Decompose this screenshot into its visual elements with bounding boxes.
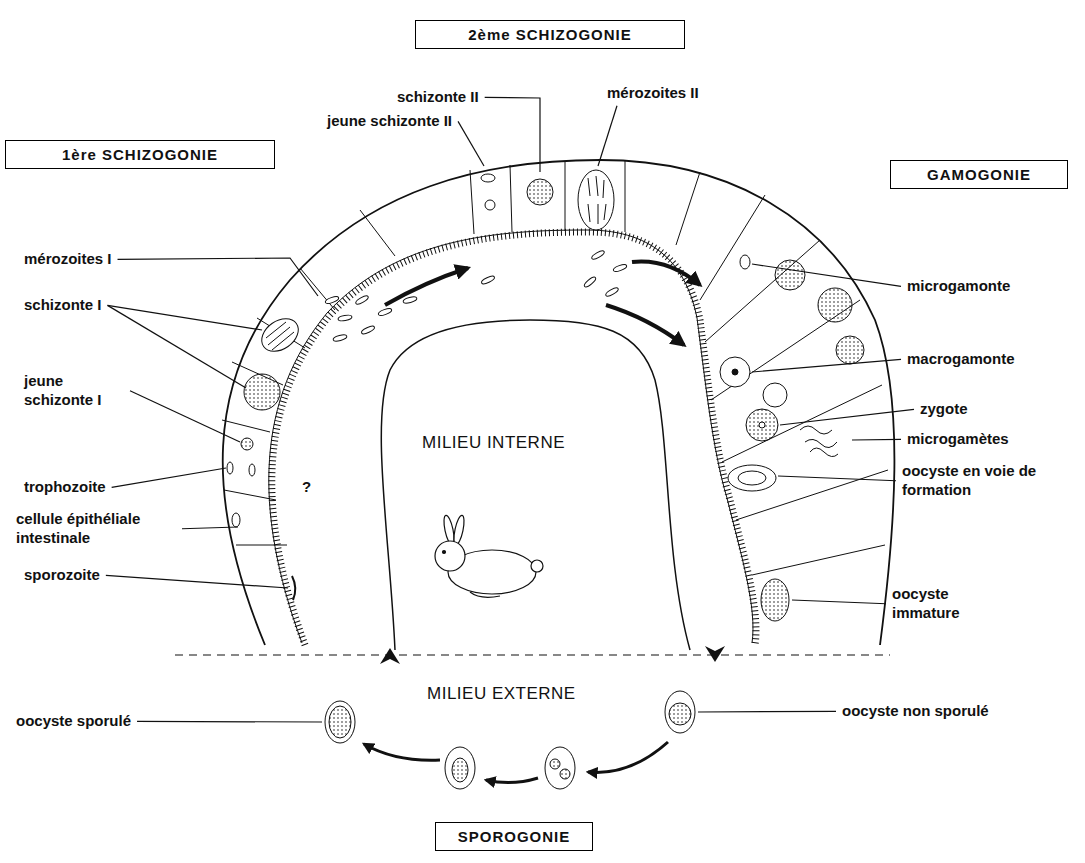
part-label: microgamètes [905,430,1011,449]
leader-line [108,305,246,388]
part-label: macrogamonte [905,350,1017,369]
sporogony-arrows [364,742,668,783]
part-label: jeune schizonte II [325,112,454,131]
part-label: schizonte II [395,88,481,107]
merozoites-I [325,275,496,342]
oocysts [325,691,695,789]
part-label: jeune schizonte I [22,372,126,410]
entry-arrow [380,648,400,664]
brush-border [269,230,753,643]
part-label: ? [300,478,313,497]
leader-line [752,264,901,286]
part-label: oocyste en voie de formation [900,462,1044,500]
stage-title-box: SPOROGONIE [435,822,593,851]
part-label: zygote [918,400,970,419]
leader-line [780,409,914,425]
schizogony-II-stages [481,170,614,230]
boundary-line [175,654,890,655]
part-label: oocyste immature [890,585,976,623]
leader-line [852,439,901,441]
cycle-arrow [606,305,684,345]
region-label: MILIEU EXTERNE [425,683,578,704]
leader-line [108,305,262,330]
stage-title: 1ère SCHIZOGONIE [62,146,218,163]
part-label: sporozoite [22,566,102,585]
part-label: oocyste non sporulé [840,702,991,721]
leader-line [778,476,896,481]
part-label: trophozoite [22,478,108,497]
cell-boundaries [222,160,888,575]
leader-line [752,359,901,372]
exit-arrow [705,646,725,662]
part-label: microgamonte [905,277,1012,296]
cycle-arrow [632,261,700,285]
part-label: oocyste sporulé [14,712,133,731]
part-label: mérozoites I [22,250,114,269]
stage-title-box: 1ère SCHIZOGONIE [5,140,275,169]
leader-line [182,527,238,529]
leader-line [792,600,886,604]
leader-line [118,258,318,296]
stage-title: 2ème SCHIZOGONIE [468,26,632,43]
region-label: MILIEU INTERNE [420,432,567,453]
schizogony-I-stages [227,312,304,600]
merozoites-II [583,249,627,297]
cycle-arrow [385,268,468,305]
leader-line [698,711,836,713]
leader-line [137,721,322,723]
leader-line [458,121,484,166]
part-label: mérozoites II [605,84,701,103]
gamogony-stages [720,255,864,621]
intestinal-wall [223,160,895,645]
leader-line [112,468,226,487]
host-interior [381,320,690,650]
rabbit-figure [435,514,543,597]
brush-border [272,232,756,645]
stage-title: GAMOGONIE [927,166,1031,183]
leader-line [485,97,540,172]
leader-line [106,575,288,588]
stage-title-box: GAMOGONIE [890,160,1068,189]
leader-line [130,391,240,442]
leader-line [598,106,617,166]
stage-title-box: 2ème SCHIZOGONIE [415,20,685,49]
stage-title: SPOROGONIE [458,828,571,845]
part-label: schizonte I [22,296,104,315]
part-label: cellule épithéliale intestinale [14,510,178,548]
